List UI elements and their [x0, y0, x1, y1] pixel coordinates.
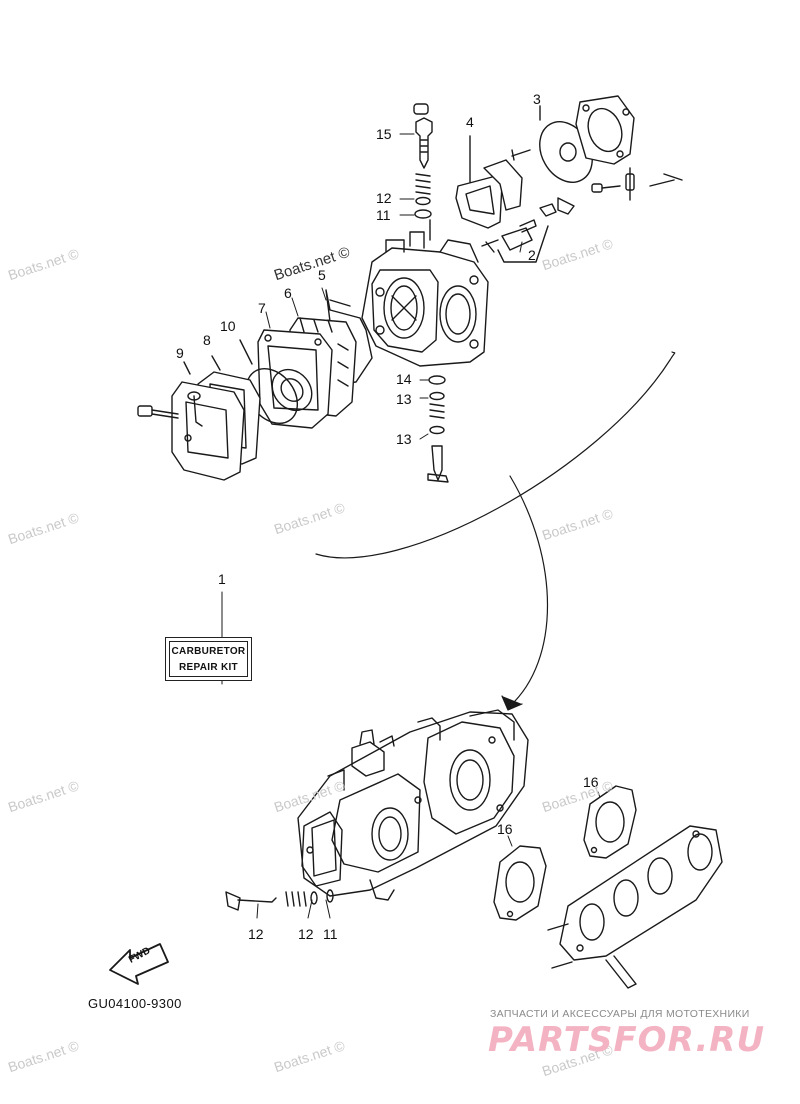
- callout-14: 14: [396, 371, 412, 387]
- callout-16-a: 16: [497, 821, 513, 837]
- spring-bottom: [285, 891, 307, 907]
- fwd-arrow-icon: [109, 943, 169, 985]
- washer-13-a: [429, 391, 445, 401]
- washer-13-b: [429, 425, 445, 435]
- spring-top: [415, 173, 431, 195]
- callout-9: 9: [176, 345, 184, 361]
- o-ring-14: [428, 375, 446, 385]
- repair-kit-line-2: REPAIR KIT: [179, 662, 238, 673]
- callout-11-bottom: 11: [323, 926, 338, 942]
- pump-cover: [575, 95, 635, 165]
- shop-logo: PARTSFOR.RU: [488, 1020, 766, 1060]
- callout-7: 7: [258, 300, 266, 316]
- spring-13: [429, 403, 445, 419]
- cover-9: [137, 361, 245, 481]
- shop-tagline: ЗАПЧАСТИ И АКСЕССУАРЫ ДЛЯ МОТОТЕХНИКИ: [490, 1008, 750, 1020]
- callout-6: 6: [284, 285, 292, 301]
- bracket-4: [455, 135, 523, 229]
- cover-screws: [511, 149, 683, 217]
- intake-manifold: [547, 825, 723, 989]
- carburetor-body: [361, 219, 489, 367]
- assembly-flow-curve: [315, 351, 676, 711]
- callout-12-top: 12: [376, 190, 392, 206]
- gasket-16-a: [493, 845, 547, 921]
- needle-valve-2: [481, 219, 549, 263]
- callout-16-b: 16: [583, 774, 599, 790]
- callout-8: 8: [203, 332, 211, 348]
- o-ring-11-top: [414, 209, 432, 219]
- callout-4: 4: [466, 114, 474, 130]
- callout-3: 3: [533, 91, 541, 107]
- callout-13-a: 13: [396, 391, 412, 407]
- callout-1: 1: [218, 571, 226, 587]
- screw-bottom-left: [225, 891, 277, 911]
- callout-2: 2: [528, 247, 536, 263]
- callout-12-bottom-b: 12: [298, 926, 314, 942]
- callout-11-top: 11: [376, 207, 391, 223]
- callout-5: 5: [318, 267, 326, 283]
- carburetor-repair-kit-label: CARBURETOR REPAIR KIT: [165, 637, 252, 681]
- pilot-screw-15: [413, 103, 433, 169]
- callout-13-b: 13: [396, 431, 412, 447]
- washer-12-top: [415, 196, 431, 206]
- washer-bottom: [310, 891, 318, 905]
- screw-bottom: [427, 445, 449, 483]
- callout-12-bottom-a: 12: [248, 926, 264, 942]
- o-ring-bottom: [326, 889, 334, 903]
- callout-10: 10: [220, 318, 236, 334]
- gasket-16-b: [583, 785, 637, 859]
- repair-kit-line-1: CARBURETOR: [171, 646, 246, 657]
- carburetor-assembly: [297, 709, 529, 901]
- diagram-code: GU04100-9300: [88, 996, 182, 1011]
- callout-15: 15: [376, 126, 392, 142]
